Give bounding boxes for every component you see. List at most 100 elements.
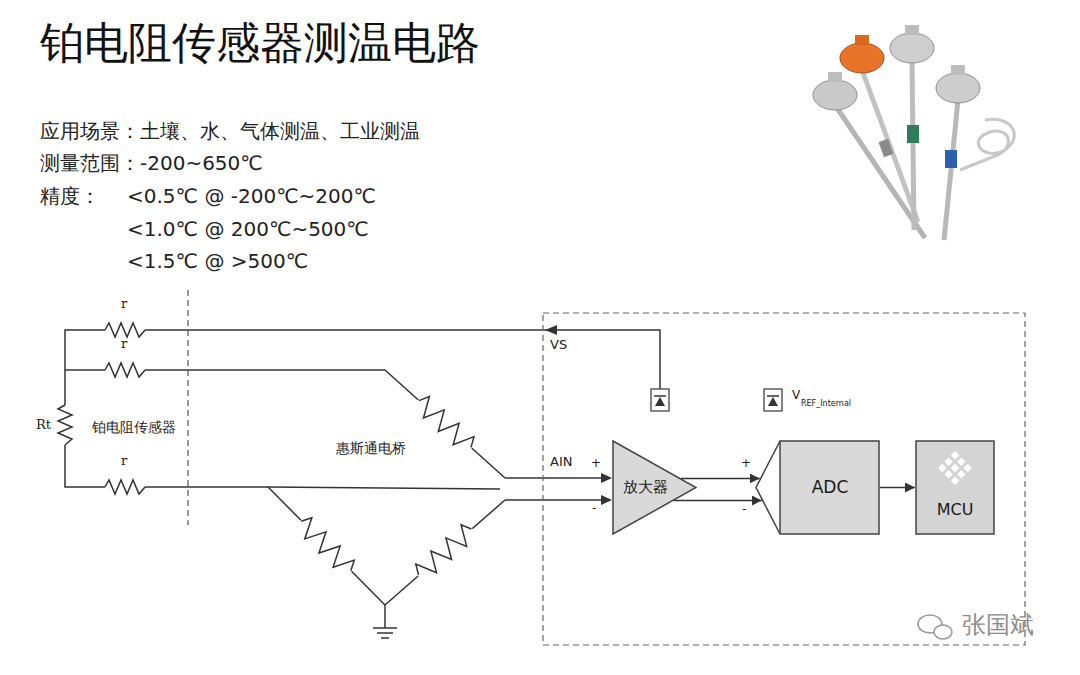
probe-fitting [945, 150, 957, 168]
probe-fitting [907, 125, 919, 143]
amplifier-triangle: 放大器 [612, 440, 697, 535]
logo-square [957, 457, 965, 465]
boundary-line [187, 290, 188, 525]
node-text-area: MCU [915, 492, 995, 528]
arrowhead [601, 495, 612, 505]
wire [268, 487, 385, 605]
logo-square [951, 464, 959, 472]
signal-name: VS [550, 338, 567, 353]
icon-bubble [934, 625, 952, 639]
diode-box [651, 389, 669, 411]
part-name: 铂电阻传感器 [92, 419, 176, 435]
arrowhead [601, 473, 612, 483]
wire [65, 369, 105, 371]
probe-rod [944, 100, 958, 240]
node-label: 放大器 [623, 479, 668, 496]
signal-connector [681, 478, 760, 480]
node-label: MCU [937, 501, 974, 519]
sensor-label: Rt [36, 418, 51, 433]
probe-cap [951, 65, 965, 75]
arrowhead [545, 325, 557, 335]
wire [65, 330, 105, 405]
diode-symbol [764, 389, 782, 411]
wires [58, 323, 660, 638]
probe-cap [828, 72, 842, 82]
amplifier-outline [613, 441, 696, 534]
wire [145, 486, 268, 488]
wire [65, 445, 105, 487]
wire [384, 605, 386, 628]
spec-text: <0.5℃ @ -200℃~200℃ [127, 185, 376, 208]
rtd-symbol [58, 405, 72, 445]
wire [385, 500, 505, 605]
sensor-photo [813, 25, 1014, 240]
wire [145, 330, 660, 389]
probe-cap [855, 35, 869, 45]
resistor-zigzag [294, 514, 358, 578]
logo-square [951, 476, 959, 484]
diode-triangle [655, 397, 665, 406]
mcu-block: MCU [915, 440, 995, 535]
bridge-resistors [293, 392, 478, 583]
logo-square [963, 464, 971, 472]
diode-bar [654, 395, 666, 397]
pin-sign: + [591, 457, 601, 471]
resistor-zigzag [412, 393, 477, 455]
diode-box [764, 389, 782, 411]
wire [268, 487, 500, 489]
diode-triangle [768, 397, 778, 406]
probe-rod [912, 60, 914, 230]
pin-sign: - [592, 502, 596, 516]
signal-connector [880, 487, 915, 489]
resistor-label: r [121, 297, 127, 312]
spec-text: 测量范围：-200~650℃ [40, 152, 263, 175]
resistor-symbol [105, 363, 145, 377]
watermark: 张国斌 [962, 612, 1034, 640]
signal-name: V [792, 389, 800, 403]
resistor-symbol [412, 392, 479, 455]
node-text-area: ADC [780, 440, 880, 535]
mcu-logo [938, 451, 972, 485]
mcu-outline [916, 441, 994, 534]
probe-head [936, 73, 980, 103]
wechat-icon [918, 615, 952, 639]
ground-symbol [377, 632, 393, 634]
node-text-area: 放大器 [618, 440, 672, 535]
part-name: 惠斯通电桥 [336, 440, 406, 456]
probe-rod [862, 70, 918, 222]
pin-sign: - [742, 503, 746, 517]
resistor-symbol [105, 323, 145, 337]
signal-subscript: REF_Internal [801, 399, 851, 408]
resistor-zigzag [412, 521, 478, 582]
logo-square [944, 470, 952, 478]
spec-text: <1.5℃ @ >500℃ [127, 250, 308, 273]
resistor-symbol [411, 521, 478, 583]
wire [145, 369, 385, 371]
signal-name: AIN [550, 455, 572, 470]
resistor-label: r [121, 454, 127, 469]
wire [505, 477, 602, 479]
wire [505, 499, 602, 501]
node-label: ADC [812, 478, 849, 498]
probe-head [813, 80, 857, 110]
node-shape [915, 440, 995, 535]
pin-sign: + [741, 457, 751, 471]
ground-symbol [381, 637, 389, 639]
resistor-symbol [105, 480, 145, 494]
spec-text: 精度： [40, 185, 100, 208]
logo-square [951, 451, 959, 459]
probe-head [890, 33, 934, 63]
adc-input-chevron [756, 441, 780, 534]
probe-head [840, 43, 884, 73]
page-title: 铂电阻传感器测温电路 [40, 18, 480, 69]
wire [385, 370, 505, 478]
probe-cap [905, 25, 919, 35]
logo-square [957, 470, 965, 478]
logo-square [944, 457, 952, 465]
resistor-label: r [121, 337, 127, 352]
spec-text: <1.0℃ @ 200℃~500℃ [127, 218, 369, 241]
adc-outline [780, 441, 879, 534]
